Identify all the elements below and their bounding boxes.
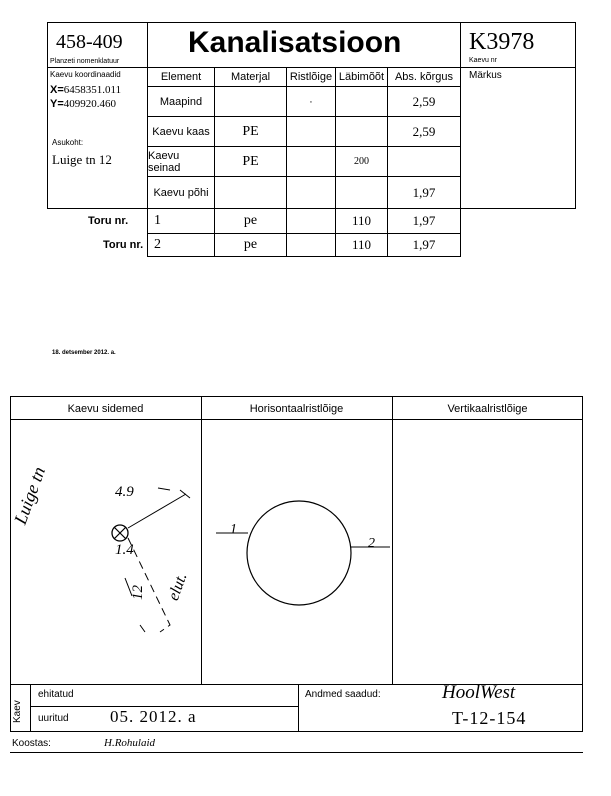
col-header-cross: Ristlõige	[286, 67, 336, 87]
row-element: Maapind	[147, 86, 215, 117]
row-diameter	[335, 116, 388, 147]
footer-frame	[10, 684, 583, 732]
location-label: Asukoht:	[52, 138, 84, 147]
dim-mid: 1.4	[115, 542, 134, 558]
author-label: Koostas:	[12, 738, 51, 749]
data-from-ref: T-12-154	[452, 708, 527, 728]
remarks-box: Märkus	[460, 67, 576, 209]
row-height: 1,97	[387, 176, 461, 209]
surveyed-label: uuritud	[38, 713, 69, 724]
coords-label: Kaevu koordinaadid	[50, 70, 121, 79]
pipe-mark-1: 1	[230, 522, 237, 537]
side-label: Kaev	[12, 700, 23, 723]
pipe-height: 1,97	[387, 208, 461, 234]
x-value: 6458351.011	[63, 84, 122, 96]
row-cross	[286, 146, 336, 177]
col-header-height: Abs. kõrgus	[387, 67, 461, 87]
pipe-cross	[286, 208, 336, 234]
row-cross: ·	[286, 86, 336, 117]
row-material	[214, 176, 287, 209]
pipe-diameter: 110	[335, 233, 388, 257]
pipe-diameter: 110	[335, 208, 388, 234]
x-label: X=	[50, 84, 64, 96]
well-number-box: K3978 Kaevu nr	[460, 22, 576, 68]
data-from-label: Andmed saadud:	[305, 689, 381, 700]
row-height	[387, 146, 461, 177]
data-from-value: HoolWest	[442, 682, 516, 703]
col-title-connections: Kaevu sidemed	[67, 403, 144, 415]
col-header-diameter: Läbimõõt	[335, 67, 388, 87]
pipe-material: pe	[214, 208, 287, 234]
pipe-cross	[286, 233, 336, 257]
location-value: Luige tn 12	[52, 152, 112, 167]
built-label: ehitatud	[38, 689, 74, 700]
row-material: PE	[214, 146, 287, 177]
pipe-no: 2	[147, 233, 215, 257]
row-cross	[286, 176, 336, 209]
col-title-horizontal: Horisontaalristlõige	[249, 403, 344, 415]
row-element: Kaevu kaas	[147, 116, 215, 147]
row-material	[214, 86, 287, 117]
page-title: Kanalisatsioon	[188, 26, 402, 59]
row-element: Kaevu seinad	[147, 146, 215, 177]
y-value: 409920.460	[63, 98, 117, 110]
col-title-vertical: Vertikaalristlõige	[447, 403, 528, 415]
col-header-material: Materjal	[214, 67, 287, 87]
sheet-number: 458-409	[56, 31, 123, 53]
pipe-height: 1,97	[387, 233, 461, 257]
connections-sketch	[111, 487, 191, 633]
coordinates-box: Kaevu koordinaadid X=6458351.011 Y=40992…	[47, 67, 148, 209]
dim-top: 4.9	[115, 484, 134, 500]
pipe-label: Toru nr.	[103, 239, 144, 251]
surveyed-value: 05. 2012. a	[110, 707, 197, 726]
well-number: K3978	[469, 29, 535, 55]
row-diameter: 200	[335, 146, 388, 177]
row-height: 2,59	[387, 86, 461, 117]
row-element: Kaevu põhi	[147, 176, 215, 209]
col-header-element: Element	[147, 67, 215, 87]
pipe-no: 1	[147, 208, 215, 234]
horizontal-section	[216, 500, 390, 606]
sheet-number-box: 458-409 Planzeti nomenklatuur	[47, 22, 148, 68]
title-box: Kanalisatsioon	[147, 22, 461, 68]
well-caption: Kaevu nr	[469, 57, 498, 64]
well-symbol	[111, 524, 129, 542]
pipe-material: pe	[214, 233, 287, 257]
author-value: H.Rohulaid	[104, 737, 156, 749]
dim-bottom: 12	[130, 585, 146, 600]
row-diameter	[335, 176, 388, 209]
y-label: Y=	[50, 98, 64, 110]
row-material: PE	[214, 116, 287, 147]
pipe-mark-2: 2	[368, 536, 375, 551]
row-cross	[286, 116, 336, 147]
sheet-caption: Planzeti nomenklatuur	[50, 58, 120, 65]
date-line: 18. detsember 2012. a.	[52, 350, 116, 356]
row-diameter	[335, 86, 388, 117]
remarks-header: Märkus	[469, 70, 502, 81]
well-circle	[246, 500, 352, 606]
pipe-label: Toru nr.	[88, 215, 129, 227]
row-height: 2,59	[387, 116, 461, 147]
